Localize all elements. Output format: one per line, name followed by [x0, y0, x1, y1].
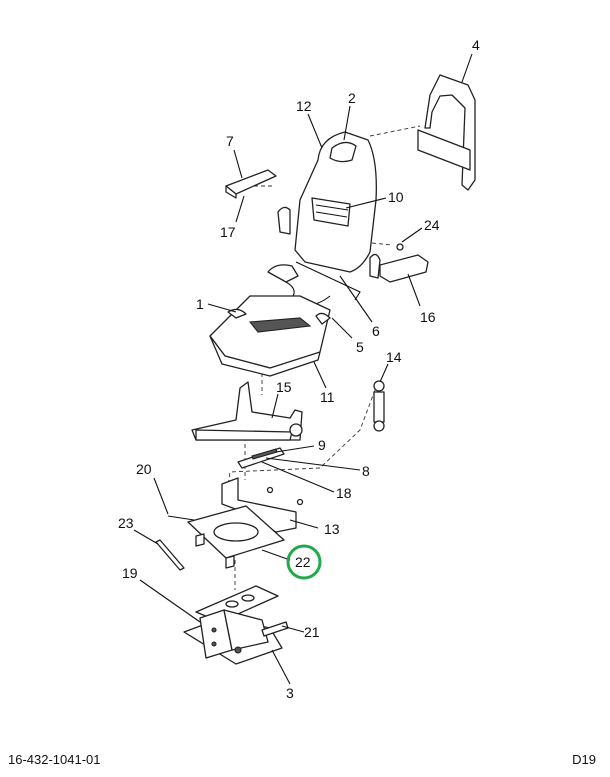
highlight-ring [286, 544, 322, 580]
callout-leaders [133, 53, 473, 685]
callout-7: 7 [226, 133, 234, 149]
seat-frame-part [191, 381, 303, 441]
callout-2: 2 [348, 90, 356, 106]
backrest-frame-part [417, 74, 476, 191]
callout-4: 4 [472, 37, 480, 53]
callout-17: 17 [220, 224, 236, 240]
pin-part [155, 539, 185, 571]
callout-16: 16 [420, 309, 436, 325]
callout-labels: 1 2 3 4 5 6 7 8 9 10 11 12 13 14 15 16 1… [118, 37, 480, 701]
callout-10: 10 [388, 189, 404, 205]
callout-9: 9 [318, 437, 326, 453]
right-armrest-part [379, 243, 429, 283]
callout-12: 12 [296, 98, 312, 114]
pedestal-base-part [183, 609, 289, 665]
footer-page-code: D19 [572, 752, 596, 767]
callout-22: 22 [295, 554, 311, 570]
callout-13: 13 [324, 521, 340, 537]
shock-absorber-part [373, 380, 385, 432]
callout-11: 11 [320, 389, 335, 405]
callout-14: 14 [386, 349, 402, 365]
callout-1: 1 [196, 296, 204, 312]
callout-15: 15 [276, 379, 292, 395]
callout-23: 23 [118, 515, 134, 531]
seat-back-part [277, 131, 381, 279]
callout-21: 21 [304, 624, 320, 640]
callout-8: 8 [362, 463, 370, 479]
callout-3: 3 [286, 685, 294, 701]
side-bracket-part [221, 477, 304, 533]
back-bracket-part [267, 261, 361, 306]
callout-24: 24 [424, 217, 440, 233]
swivel-plate-part [187, 505, 285, 569]
callout-20: 20 [136, 461, 152, 477]
callout-6: 6 [372, 323, 380, 339]
lever-part [167, 515, 195, 521]
callout-18: 18 [336, 485, 352, 501]
footer-part-number: 16-432-1041-01 [8, 752, 101, 767]
left-armrest-part [225, 169, 277, 199]
callout-19: 19 [122, 565, 138, 581]
seat-cushion-part [209, 295, 331, 377]
callout-5: 5 [356, 339, 364, 355]
adjust-rail-part [237, 447, 285, 469]
